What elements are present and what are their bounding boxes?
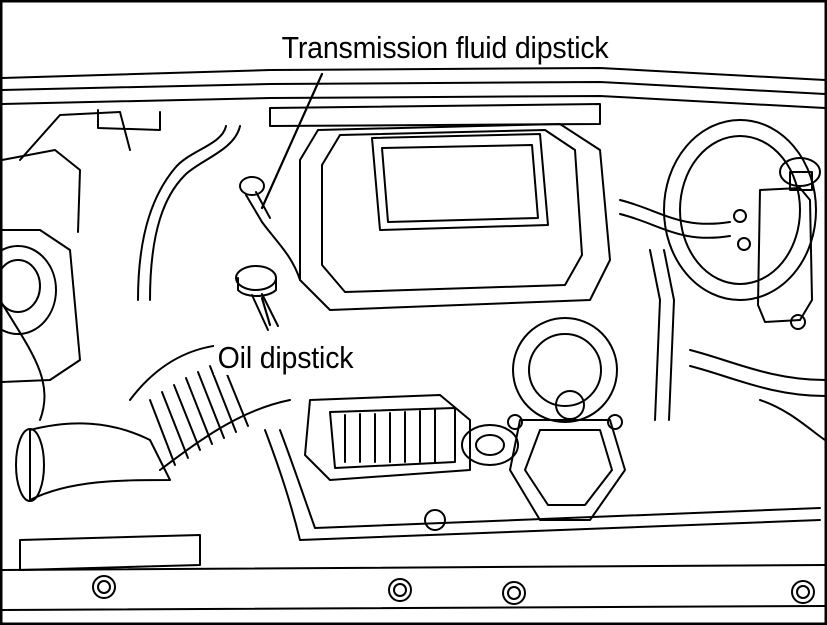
left-fender [0, 109, 161, 421]
radiator-support [1, 564, 826, 611]
right-hoses [619, 199, 826, 441]
transmission-fluid-dipstick-label: Transmission fluid dipstick [278, 30, 613, 65]
brake-booster [663, 119, 821, 330]
air-filter-box [304, 394, 471, 481]
leader-lines [260, 72, 324, 327]
alternator [507, 317, 626, 521]
lower-pipes [19, 424, 821, 571]
oil-dipstick [235, 265, 279, 331]
transmission-dipstick-tube [137, 125, 301, 301]
engine-cover [299, 123, 611, 311]
hood-crossbars [1, 67, 826, 127]
oil-dipstick-label: Oil dipstick [214, 340, 358, 375]
air-intake-hose [15, 343, 321, 502]
